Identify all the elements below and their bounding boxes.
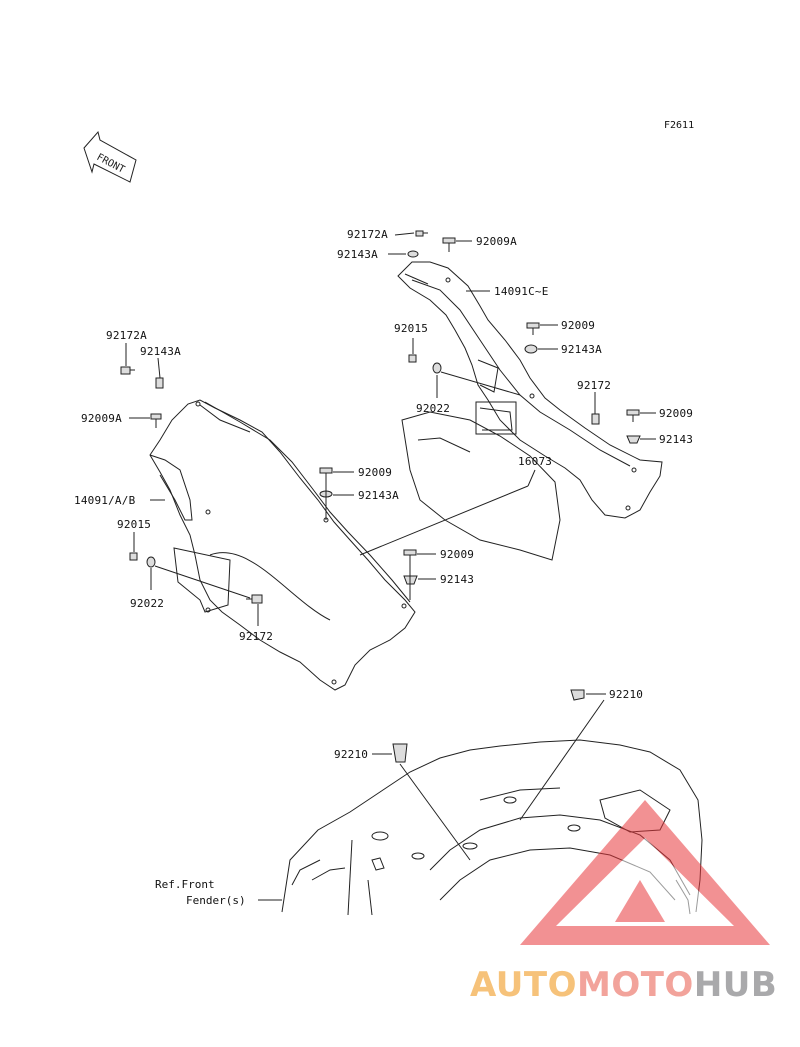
clip-92210-right-icon: [570, 689, 585, 701]
watermark-hub: HUB: [693, 965, 778, 1005]
label-92210-right: 92210: [609, 688, 644, 701]
label-92143A-mid: 92143A: [358, 489, 399, 502]
label-92015-left: 92015: [117, 518, 152, 531]
label-92009A-top: 92009A: [476, 235, 517, 248]
label-92172A-top: 92172A: [347, 228, 388, 241]
label-14091CE: 14091C~E: [494, 285, 549, 298]
label-92210-left: 92210: [334, 748, 369, 761]
bolt-92009-r1-icon: [526, 322, 540, 335]
label-92009-r2: 92009: [659, 407, 694, 420]
clip-92210-left-icon: [392, 743, 408, 763]
label-92022-right: 92022: [416, 402, 451, 415]
label-92009-low: 92009: [440, 548, 475, 561]
label-92143-r: 92143: [659, 433, 694, 446]
automotohub-logo-icon: [520, 800, 770, 945]
label-92143A-top: 92143A: [337, 248, 378, 261]
label-92009-r1: 92009: [561, 319, 596, 332]
side-cover-left: [149, 399, 416, 691]
label-92022-left: 92022: [130, 597, 165, 610]
fasteners: [120, 230, 641, 763]
label-92172-right: 92172: [577, 379, 612, 392]
ref-front-label: Ref.Front: [155, 878, 215, 891]
bolt-92009-r2-icon: [626, 409, 640, 422]
label-14091AB: 14091/A/B: [74, 494, 136, 507]
bolt-92009A-left-icon: [150, 413, 162, 428]
label-92143A-left: 92143A: [140, 345, 181, 358]
bolt-92172A-top-icon: [415, 230, 428, 237]
label-92172-left: 92172: [239, 630, 274, 643]
label-92009-mid: 92009: [358, 466, 393, 479]
clip-92143-r-icon: [626, 435, 641, 444]
side-cover-right: [397, 261, 663, 519]
washer-92022-right-icon: [432, 362, 442, 374]
nut-92015-right-icon: [408, 354, 417, 363]
watermark-text: AUTOMOTOHUB: [470, 965, 777, 1005]
front-arrow-icon: FRONT: [83, 130, 137, 183]
bolt-92009-mid-icon: [319, 467, 333, 480]
bolt-92009-low-icon: [403, 549, 417, 562]
label-16073: 16073: [518, 455, 553, 468]
bolt-92172A-left-icon: [120, 366, 135, 375]
ref-fender-label: Fender(s): [186, 894, 246, 907]
label-92009A-left: 92009A: [81, 412, 122, 425]
nut-92015-left-icon: [129, 552, 138, 561]
bolt-92172-right-icon: [591, 404, 600, 425]
label-92143A-r: 92143A: [561, 343, 602, 356]
washer-92143A-r-icon: [524, 344, 538, 354]
washer-92143A-top-icon: [407, 250, 419, 258]
bolt-92009A-top-icon: [442, 237, 456, 252]
washer-92143A-left-icon: [155, 377, 164, 389]
washer-92022-left-icon: [146, 556, 156, 568]
figure-code: F2611: [664, 120, 695, 131]
inner-panel-16073: [401, 411, 561, 561]
bolt-92172-left-icon: [246, 594, 263, 604]
label-92143-low: 92143: [440, 573, 475, 586]
watermark-moto: MOTO: [576, 965, 694, 1005]
label-92172A-left: 92172A: [106, 329, 147, 342]
label-92015-right: 92015: [394, 322, 429, 335]
leader-lines: [125, 232, 656, 901]
watermark-auto: AUTO: [470, 965, 577, 1005]
